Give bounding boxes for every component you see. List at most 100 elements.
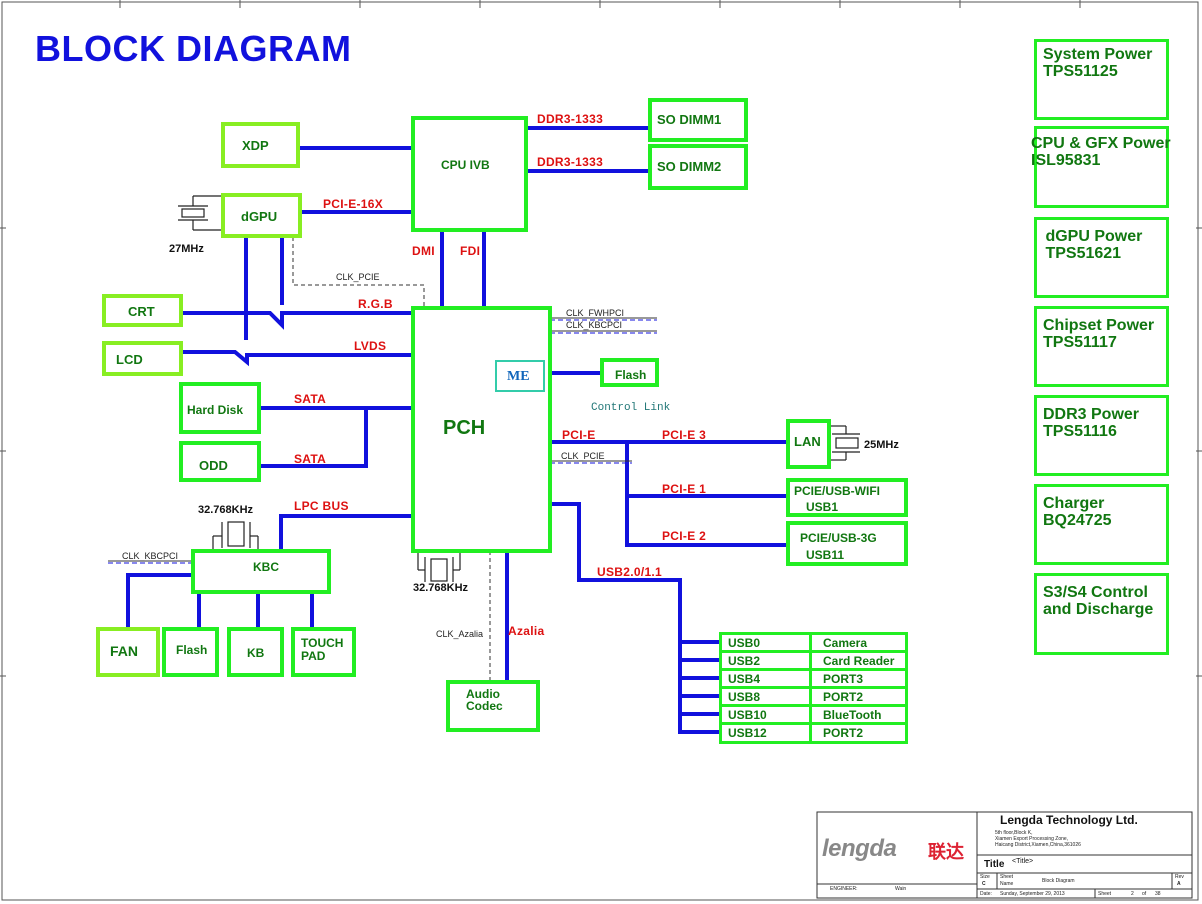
power-block-ddr3-label: DDR3 Power TPS51116	[1043, 406, 1140, 440]
usb-port-5: USB12	[728, 726, 767, 740]
block-touchpad: TOUCH PAD	[291, 627, 356, 677]
usb-device-5: PORT2	[823, 726, 864, 740]
block-audio-label-1: Audio	[466, 687, 500, 701]
block-dimm1: SO DIMM1	[648, 98, 748, 142]
block-lan-label: LAN	[794, 434, 821, 449]
title-block-address-1: 5th floor,Block K,	[995, 830, 1033, 836]
block-xdp: XDP	[221, 122, 300, 168]
title-block-sheet-name: Block Diagram	[1042, 878, 1075, 884]
title-block-date-value: Sunday, September 29, 2013	[1000, 891, 1065, 897]
block-dgpu-label: dGPU	[241, 209, 278, 224]
wire-sata-odd	[260, 408, 368, 468]
usb-port-3: USB8	[728, 690, 761, 704]
crystal-dgpu-icon	[178, 195, 222, 231]
title-block-rev-label: Rev	[1175, 874, 1184, 880]
title-block-sheet-total: 38	[1155, 891, 1161, 897]
bus-wires	[126, 126, 788, 734]
power-block-charger-label: Charger BQ24725	[1043, 495, 1112, 529]
block-kb-label: KB	[247, 646, 265, 660]
wire-lcd	[183, 350, 412, 367]
clk-azalia-label: CLK_Azalia	[436, 629, 484, 639]
clk-pcie-right-label: CLK_PCIE	[561, 451, 605, 461]
power-block-ddr3: DDR3 Power TPS51116	[1034, 395, 1169, 476]
title-block-address-3: Haicang District,Xiamen,China,361026	[995, 842, 1081, 848]
signal-ddr-top: DDR3-1333	[537, 112, 604, 126]
signal-lpc: LPC BUS	[294, 499, 349, 513]
title-block-address-2: Xiamen Export Processing Zone,	[995, 836, 1069, 842]
usb-device-2: PORT3	[823, 672, 864, 686]
wire-usb-trunk	[550, 502, 722, 734]
control-link-label: Control Link	[591, 402, 671, 414]
clk-kbcpci-label: CLK_KBCPCI	[566, 320, 623, 330]
clk-fwhpci-label: CLK_FWHPCI	[566, 308, 625, 318]
block-kb: KB	[227, 627, 284, 677]
crystal-kbc-label: 32.768KHz	[198, 504, 254, 516]
signal-pcie1: PCI-E 1	[662, 482, 707, 496]
title-block-company: Lengda Technology Ltd.	[1000, 813, 1138, 827]
wire-crt	[183, 311, 412, 330]
signal-sata-odd: SATA	[294, 452, 327, 466]
title-block-date-label: Date:	[980, 891, 992, 897]
crystal-lan-label: 25MHz	[864, 439, 899, 451]
crystal-dgpu-label: 27MHz	[169, 243, 204, 255]
block-odd-label: ODD	[199, 458, 228, 473]
block-flash: Flash	[600, 358, 659, 387]
crystal-pch-label: 32.768KHz	[413, 582, 469, 594]
block-kbc-label: KBC	[253, 560, 279, 574]
block-wifi-label-1: PCIE/USB-WIFI	[794, 484, 880, 498]
company-logo: lengda	[822, 835, 897, 862]
usb-device-3: PORT2	[823, 690, 864, 704]
block-crt: CRT	[102, 294, 183, 327]
signal-usb: USB2.0/1.1	[597, 565, 663, 579]
block-wifi: PCIE/USB-WIFI USB1	[786, 478, 908, 517]
usb-port-2: USB4	[728, 672, 761, 686]
power-block-cpu-gfx-label: CPU & GFX Power ISL95831	[1031, 135, 1171, 169]
block-dimm1-label: SO DIMM1	[657, 112, 722, 127]
usb-port-4: USB10	[728, 708, 767, 722]
power-block-s3s4: S3/S4 Control and Discharge	[1034, 573, 1169, 655]
usb-device-0: Camera	[823, 636, 868, 650]
crystal-pch-icon	[417, 551, 461, 582]
block-kbc-flash: Flash	[162, 627, 219, 677]
signal-pcie2: PCI-E 2	[662, 529, 707, 543]
block-flash-label: Flash	[615, 368, 647, 382]
signal-ddr-bottom: DDR3-1333	[537, 155, 604, 169]
block-pch: PCH	[411, 306, 552, 553]
block-lcd-label: LCD	[116, 352, 143, 367]
title-block-sheet-num: 2	[1131, 891, 1134, 897]
crystal-lan-icon	[830, 425, 860, 461]
power-block-charger: Charger BQ24725	[1034, 484, 1169, 565]
company-logo-cn: 联达	[928, 842, 964, 862]
block-kbc: KBC	[191, 549, 331, 594]
wire-kbc-fan	[126, 573, 192, 628]
title-block-title-value: <Title>	[1012, 858, 1034, 865]
block-dgpu: dGPU	[221, 193, 302, 238]
usb-port-0: USB0	[728, 636, 761, 650]
block-lan: LAN	[786, 419, 831, 469]
wire-pcie-trunk	[625, 442, 788, 547]
usb-device-1: Card Reader	[823, 654, 895, 668]
clock-wires	[108, 237, 657, 680]
title-block-engineer-value: Wain	[895, 886, 907, 892]
wire-lpc	[279, 514, 412, 551]
title-block-engineer-label: ENGINEER:	[830, 886, 858, 892]
signal-pcie: PCI-E	[562, 428, 596, 442]
signal-lvds: LVDS	[354, 339, 387, 353]
page-title: BLOCK DIAGRAM	[35, 28, 352, 69]
block-cpu-label: CPU IVB	[441, 158, 490, 172]
title-block-sheet-label: Sheet	[1000, 874, 1014, 880]
block-dimm2: SO DIMM2	[648, 144, 748, 190]
block-3g-label-2: USB11	[806, 548, 845, 562]
block-hard-disk-label: Hard Disk	[187, 403, 244, 417]
signal-fdi: FDI	[460, 244, 481, 258]
block-wifi-label-2: USB1	[806, 500, 839, 514]
clk-kbcpci-left-label: CLK_KBCPCI	[122, 551, 179, 561]
sheet-ticks	[0, 0, 1202, 677]
usb-port-table: USB0 Camera USB2 Card Reader USB4 PORT3 …	[719, 632, 908, 744]
power-block-chipset-label: Chipset Power TPS51117	[1043, 317, 1155, 351]
block-pch-label: PCH	[443, 417, 486, 439]
block-hard-disk: Hard Disk	[179, 382, 261, 434]
usb-port-1: USB2	[728, 654, 761, 668]
